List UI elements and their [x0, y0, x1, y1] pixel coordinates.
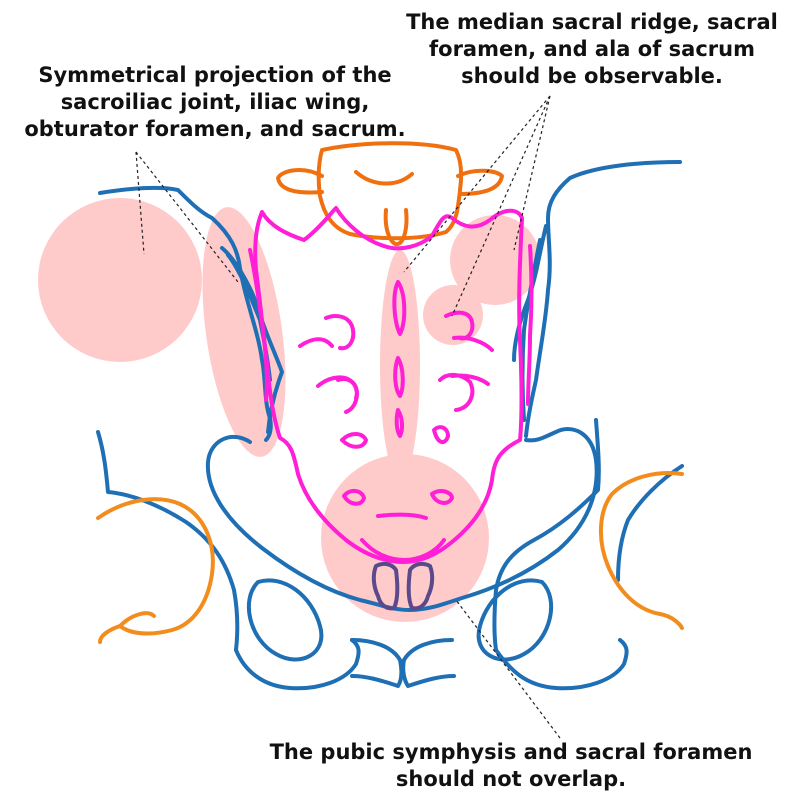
right-obturator-foramen — [476, 578, 553, 662]
highlight-regions — [38, 198, 540, 622]
median-sacral-ridge-1 — [392, 280, 407, 336]
leader-right-to-ala — [513, 95, 551, 251]
leader-left-to-iliac-wing — [135, 151, 145, 255]
left-obturator-foramen — [247, 578, 324, 662]
right-iliac-crest — [524, 160, 682, 438]
leader-bottom-to-symphysis — [455, 599, 561, 739]
right-outer-pelvis — [492, 418, 601, 652]
pelvic-brim — [205, 427, 599, 612]
sacrum-lower-line — [376, 512, 428, 520]
callout-symmetrical-projection: Symmetrical projection of the sacroiliac… — [6, 62, 424, 143]
left-sacral-foramen-1b — [298, 337, 334, 348]
left-sacral-foramen-1 — [324, 314, 356, 351]
sacral-ala-left-line — [248, 248, 269, 402]
highlight-left-sacroiliac-joint — [202, 207, 286, 457]
coccygeal-foramen-right — [430, 489, 454, 505]
left-femoral-neck — [118, 611, 156, 628]
leader-right-to-foramen — [451, 95, 551, 317]
callout-line: foramen, and ala of sacrum — [429, 37, 755, 61]
left-ischial-ramus — [234, 638, 361, 691]
callout-line: The pubic symphysis and sacral foramen — [269, 740, 753, 764]
highlight-left-iliac-wing — [38, 198, 202, 362]
left-outer-pelvis — [96, 430, 240, 652]
vertebra-spinous-arc — [354, 170, 414, 186]
vertebra-spinous-u — [383, 208, 409, 247]
right-ischium — [616, 464, 684, 582]
median-sacral-ridge-2 — [393, 356, 405, 398]
coccygeal-foramen-left — [342, 489, 366, 506]
sacrum-outline — [253, 206, 524, 564]
leader-lines — [135, 95, 561, 739]
callout-line: Symmetrical projection of the — [38, 63, 392, 87]
right-pubis — [401, 638, 456, 688]
right-sacral-foramen-2b — [450, 373, 490, 386]
pubic-symphysis-outline-right — [406, 561, 435, 611]
pubic-symphysis — [371, 561, 435, 611]
pubic-symphysis-outline — [371, 561, 400, 611]
left-iliac-inner-line — [220, 246, 284, 434]
vertebra-left-process — [276, 168, 324, 195]
left-femoral-head — [96, 497, 215, 644]
median-sacral-ridge-3 — [394, 408, 405, 438]
sacral-ala-right-line — [526, 244, 534, 406]
right-ischial-ramus — [494, 638, 629, 691]
right-sacral-foramen-2 — [438, 373, 475, 412]
right-femoral-head — [598, 471, 684, 630]
left-sacral-foramen-2b — [336, 377, 359, 400]
coccyx-tip — [360, 538, 446, 562]
callout-line: should be observable. — [461, 64, 723, 88]
callout-line: sacroiliac joint, iliac wing, — [60, 90, 370, 114]
callout-line: obturator foramen, and sacrum. — [24, 117, 406, 141]
femoral-heads — [96, 471, 684, 644]
right-sacral-foramen-1b — [452, 335, 494, 352]
sacrum — [248, 206, 534, 564]
callout-pubic-symphysis: The pubic symphysis and sacral foramen s… — [250, 739, 772, 793]
callout-line: should not overlap. — [395, 767, 627, 791]
left-sacral-foramen-3 — [340, 432, 368, 449]
left-pubis — [350, 638, 404, 688]
vertebra-body-outline — [316, 141, 464, 241]
leader-right-to-ridge — [403, 95, 551, 273]
lumbar-vertebra — [276, 141, 504, 247]
callout-line: The median sacral ridge, sacral — [406, 10, 778, 34]
vertebra-right-process — [456, 168, 504, 196]
right-sacral-foramen-3 — [432, 425, 450, 444]
callout-median-sacral-ridge: The median sacral ridge, sacral foramen,… — [388, 9, 796, 90]
